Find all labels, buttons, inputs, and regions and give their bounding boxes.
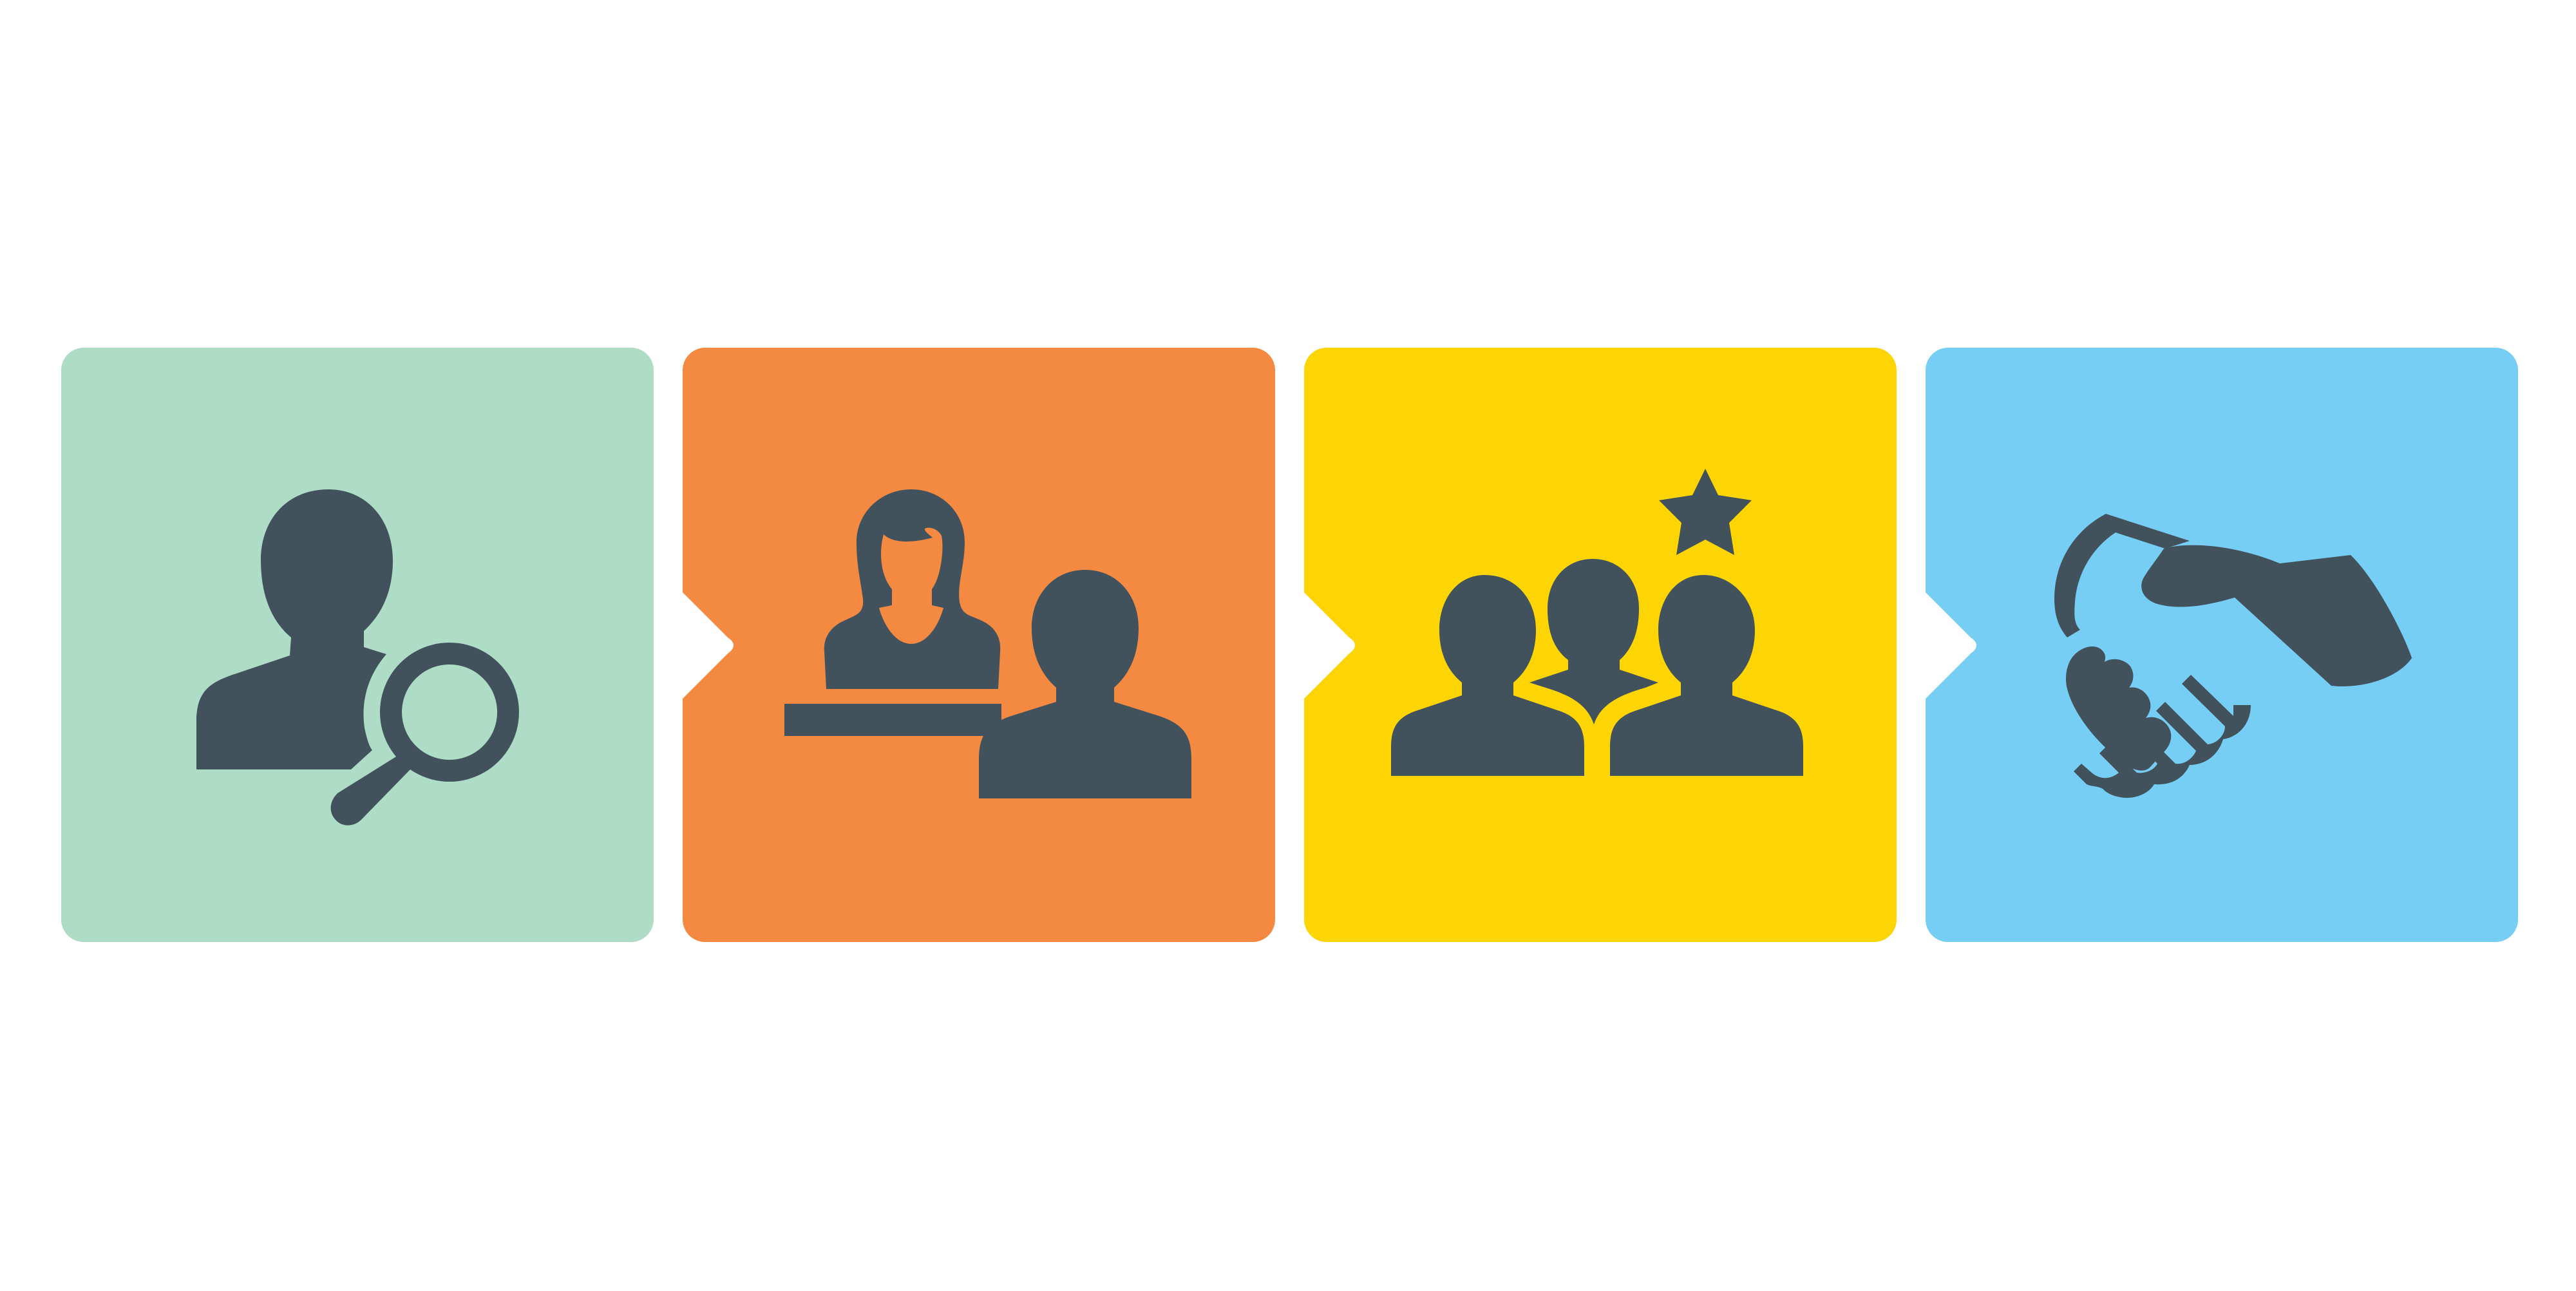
panel-agreement bbox=[1926, 348, 2518, 942]
interview-icon bbox=[784, 489, 1191, 798]
connector-arrow-1 bbox=[654, 563, 734, 728]
person-magnifier-icon bbox=[196, 489, 519, 825]
connector-arrow-3 bbox=[1897, 563, 1976, 728]
connector-arrow-2 bbox=[1275, 563, 1355, 728]
team-star-icon bbox=[1391, 469, 1803, 776]
handshake-icon bbox=[2054, 514, 2412, 798]
